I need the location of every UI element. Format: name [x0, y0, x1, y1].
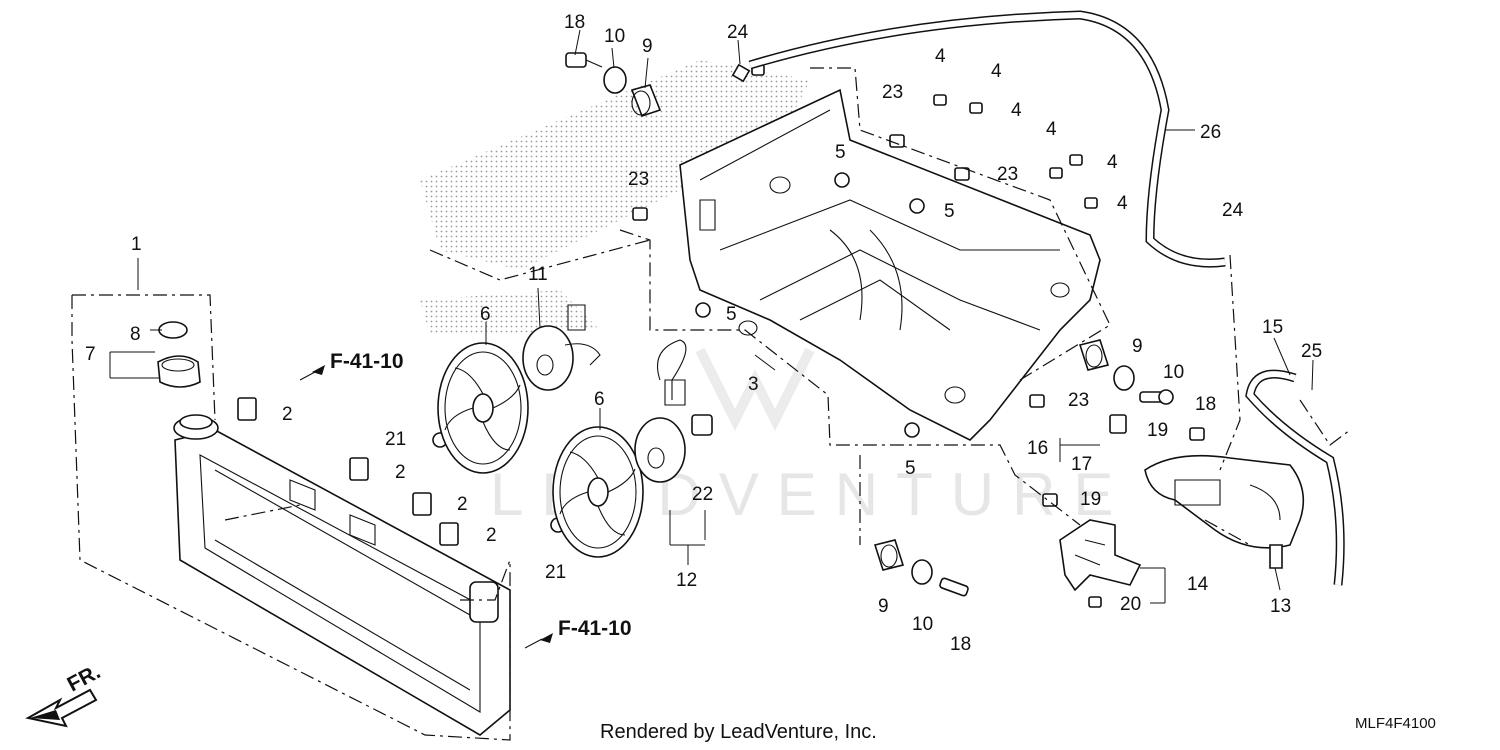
callout-3: 3 — [748, 374, 759, 395]
callout-18: 18 — [1195, 394, 1216, 415]
callout-14: 14 — [1187, 574, 1209, 595]
overflow-hose — [748, 10, 1226, 268]
callout-2: 2 — [395, 462, 406, 483]
bolts-and-nuts — [632, 64, 1098, 438]
callout-4: 4 — [1011, 100, 1022, 121]
front-direction-arrow — [25, 688, 98, 728]
radiator — [71, 294, 511, 741]
mount-hardware-right — [1078, 339, 1174, 405]
assembly-dash-lines — [429, 67, 1351, 601]
callout-4: 4 — [991, 61, 1002, 82]
callout-5: 5 — [944, 201, 955, 222]
callout-4: 4 — [1117, 193, 1128, 214]
reserve-tank-bracket — [1042, 427, 1205, 608]
callout-4: 4 — [935, 46, 946, 67]
callout-26: 26 — [1200, 122, 1221, 143]
callout-13: 13 — [1270, 596, 1291, 617]
callout-22: 22 — [692, 484, 713, 505]
callout-24: 24 — [727, 22, 749, 43]
callout-21: 21 — [385, 429, 406, 450]
fan-motor-upper — [522, 304, 601, 391]
reserve-tank — [1109, 414, 1305, 569]
radiator-cap — [157, 321, 201, 388]
siphon-hose — [1245, 369, 1345, 586]
watermark-logo — [695, 347, 815, 432]
callout-5: 5 — [835, 142, 846, 163]
callout-11: 11 — [528, 264, 548, 285]
callout-9: 9 — [878, 596, 889, 617]
callout-12: 12 — [676, 570, 697, 591]
callout-18: 18 — [950, 634, 971, 655]
callout-10: 10 — [1163, 362, 1184, 383]
callout-5: 5 — [726, 304, 737, 325]
callout-21: 21 — [545, 562, 566, 583]
callout-9: 9 — [1132, 336, 1143, 357]
reference-f-41-10-lower[interactable]: F-41-10 — [558, 617, 632, 640]
callout-6: 6 — [594, 389, 605, 410]
callout-1: 1 — [131, 234, 142, 255]
callout-16: 16 — [1027, 438, 1048, 459]
cooling-fan-upper — [437, 342, 529, 474]
diagram-code: MLF4F4100 — [1355, 715, 1436, 732]
mount-hardware-top — [565, 52, 751, 118]
callout-6: 6 — [480, 304, 491, 325]
callout-5: 5 — [905, 458, 916, 479]
callout-19: 19 — [1147, 420, 1168, 441]
callout-4: 4 — [1046, 119, 1057, 140]
callout-10: 10 — [604, 26, 625, 47]
callout-19: 19 — [1080, 489, 1101, 510]
callout-2: 2 — [457, 494, 468, 515]
front-indicator-label: FR. — [64, 660, 105, 696]
callout-20: 20 — [1120, 594, 1141, 615]
fan-shroud — [679, 88, 1101, 441]
callout-7: 7 — [85, 344, 96, 365]
callout-labels: 1 2 2 2 2 3 4 4 4 4 4 4 5 5 5 5 6 6 7 8 … — [85, 12, 1322, 655]
callout-23: 23 — [997, 164, 1018, 185]
reference-arrows — [299, 365, 553, 649]
callout-23: 23 — [882, 82, 903, 103]
mount-hardware-bottom — [873, 539, 969, 597]
callout-25: 25 — [1301, 341, 1322, 362]
callout-23: 23 — [1068, 390, 1089, 411]
callout-17: 17 — [1071, 454, 1092, 475]
callout-2: 2 — [486, 525, 497, 546]
callout-2: 2 — [282, 404, 293, 425]
callout-18: 18 — [564, 12, 585, 33]
callout-23: 23 — [628, 169, 649, 190]
callout-4: 4 — [1107, 152, 1118, 173]
footer-credit: Rendered by LeadVenture, Inc. — [600, 721, 877, 743]
leader-lines — [109, 29, 1314, 604]
callout-10: 10 — [912, 614, 933, 635]
reference-f-41-10-upper[interactable]: F-41-10 — [330, 350, 404, 373]
callout-15: 15 — [1262, 317, 1283, 338]
dotted-shadow-area — [420, 60, 810, 335]
fan-motor-lower — [634, 339, 713, 483]
cooling-fan-lower — [552, 426, 644, 558]
callout-24: 24 — [1222, 200, 1244, 221]
callout-9: 9 — [642, 36, 653, 57]
callout-8: 8 — [130, 324, 141, 345]
